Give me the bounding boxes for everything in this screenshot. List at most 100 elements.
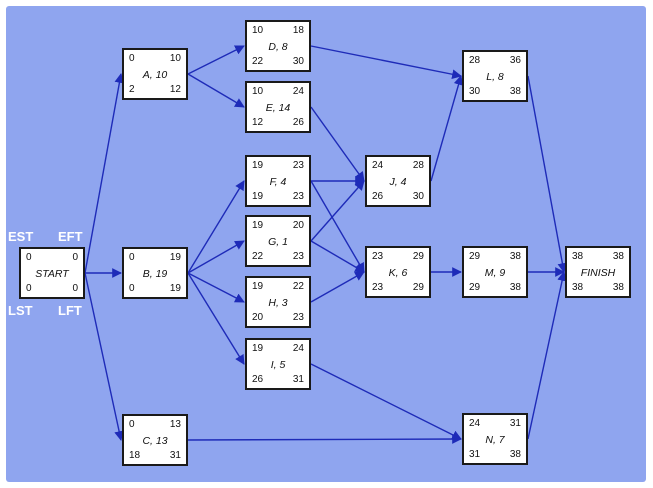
node-l-est: 28: [469, 55, 481, 66]
node-m-eft: 38: [509, 251, 521, 262]
node-k-lft: 29: [412, 282, 424, 293]
node-n-label: N, 7: [485, 434, 505, 446]
edge-c-to-n: [187, 434, 462, 444]
node-m-label: M, 9: [484, 267, 506, 279]
node-a-lft: 12: [169, 84, 181, 95]
edge-start-to-a: [84, 73, 125, 274]
node-f-est: 19: [252, 160, 264, 171]
edge-g-to-k: [310, 240, 365, 273]
node-d-eft: 18: [292, 25, 304, 36]
node-finish-label: FINISH: [580, 267, 616, 279]
node-b-lst: 0: [129, 283, 135, 294]
legend-eft-label: EFT: [58, 229, 83, 244]
edge-b-to-h: [187, 272, 245, 303]
node-m-lft: 38: [509, 282, 521, 293]
node-l-eft: 36: [509, 55, 521, 66]
node-j-eft: 28: [412, 160, 424, 171]
node-a-label: A, 10: [142, 69, 168, 81]
node-j-lft: 30: [412, 191, 424, 202]
node-a-lst: 2: [129, 84, 135, 95]
node-a-eft: 10: [169, 53, 181, 64]
node-d-lst: 22: [252, 56, 264, 67]
node-j-lst: 26: [372, 191, 384, 202]
node-f-lft: 23: [292, 191, 304, 202]
edge-n-to-finish: [527, 271, 567, 440]
edge-a-to-d: [187, 45, 245, 75]
node-f-label: F, 4: [269, 176, 287, 188]
node-a-est: 0: [129, 53, 135, 64]
node-n-lst: 31: [469, 449, 481, 460]
node-i-est: 19: [252, 343, 264, 354]
node-d-lft: 30: [292, 56, 304, 67]
node-start-label: START: [35, 268, 69, 280]
node-start-lft: 0: [72, 283, 78, 294]
node-l-lst: 30: [469, 86, 481, 97]
node-finish-eft: 38: [612, 251, 624, 262]
legend-lst-label: LST: [8, 303, 33, 318]
node-n-lft: 38: [509, 449, 521, 460]
node-f-lst: 19: [252, 191, 264, 202]
node-g-label: G, 1: [268, 236, 288, 248]
node-k-est: 23: [372, 251, 384, 262]
node-c-label: C, 13: [142, 435, 168, 447]
edge-b-to-i: [187, 272, 245, 365]
node-m-lst: 29: [469, 282, 481, 293]
node-start-est: 0: [26, 252, 32, 263]
node-c-lst: 18: [129, 450, 141, 461]
node-d-est: 10: [252, 25, 264, 36]
legend-est-label: EST: [8, 229, 34, 244]
node-g-lft: 23: [292, 251, 304, 262]
node-e-label: E, 14: [265, 102, 291, 114]
edge-d-to-l: [310, 45, 462, 80]
node-i-lft: 31: [292, 374, 304, 385]
node-c-eft: 13: [169, 419, 181, 430]
node-finish-lst: 38: [572, 282, 584, 293]
node-l: 28 36 30 38 L, 8: [462, 50, 528, 102]
node-g-est: 19: [252, 220, 264, 231]
node-b-lft: 19: [169, 283, 181, 294]
node-i-eft: 24: [292, 343, 304, 354]
node-i-lst: 26: [252, 374, 264, 385]
node-b-label: B, 19: [142, 268, 168, 280]
node-k-eft: 29: [412, 251, 424, 262]
edge-l-to-finish: [527, 75, 568, 273]
node-k-label: K, 6: [388, 267, 408, 279]
node-n-est: 24: [469, 418, 481, 429]
node-c-est: 0: [129, 419, 135, 430]
node-finish-lft: 38: [612, 282, 624, 293]
node-e-lst: 12: [252, 117, 264, 128]
node-l-lft: 38: [509, 86, 521, 97]
node-l-label: L, 8: [486, 71, 504, 83]
node-finish-est: 38: [572, 251, 584, 262]
node-h-est: 19: [252, 281, 264, 292]
node-j-label: J, 4: [389, 176, 407, 188]
edge-b-to-f: [187, 180, 245, 274]
edge-start-to-c: [84, 272, 124, 441]
node-h-eft: 22: [292, 281, 304, 292]
node-e-est: 10: [252, 86, 264, 97]
node-j-est: 24: [372, 160, 384, 171]
edge-a-to-e: [187, 73, 245, 108]
node-h-lst: 20: [252, 312, 264, 323]
edge-b-to-g: [187, 240, 245, 274]
node-m-est: 29: [469, 251, 481, 262]
node-e-eft: 24: [292, 86, 304, 97]
node-h-label: H, 3: [268, 297, 288, 309]
legend-lft-label: LFT: [58, 303, 82, 318]
edge-f-to-k: [310, 180, 365, 273]
node-j: 24 28 26 30 J, 4: [365, 155, 431, 207]
node-e-lft: 26: [292, 117, 304, 128]
